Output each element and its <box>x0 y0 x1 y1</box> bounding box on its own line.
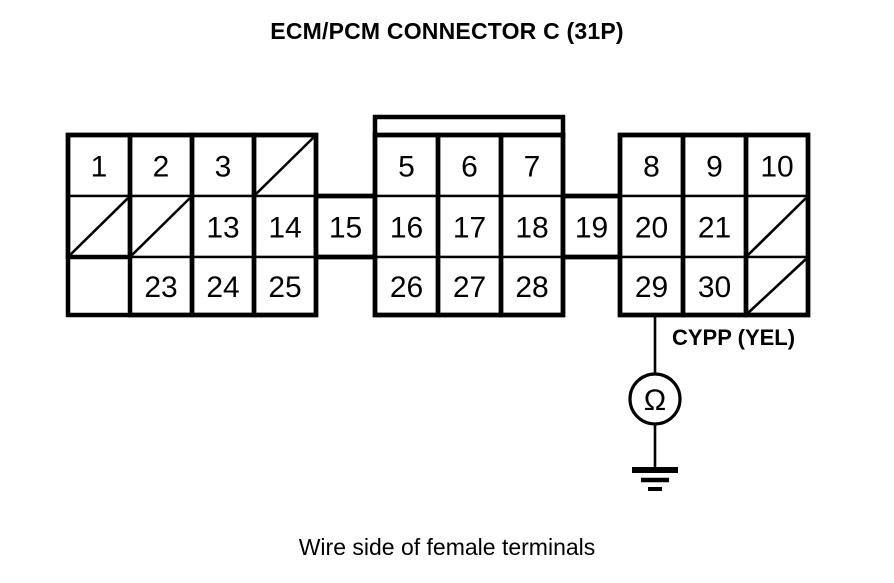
pin-number-label: 15 <box>329 212 362 245</box>
pin-number-label: 24 <box>206 271 239 304</box>
pin-cell-blank <box>744 194 810 259</box>
pin-number-label: 7 <box>524 151 541 184</box>
pin-cell-9: 9 <box>681 133 748 198</box>
pin-number-label: 28 <box>515 271 548 304</box>
pin-cell-27: 27 <box>436 255 503 317</box>
page-title: ECM/PCM CONNECTOR C (31P) <box>270 18 623 44</box>
pin-cell-16: 16 <box>373 194 440 259</box>
pin-number-label: 16 <box>390 212 423 245</box>
pin-cell-7: 7 <box>499 133 565 198</box>
pin-cell-blank <box>128 194 194 259</box>
pin-cell-5: 5 <box>373 133 440 198</box>
pin-number-label: 21 <box>698 212 731 245</box>
pin-cell-8: 8 <box>618 133 685 198</box>
pin-number-label: 6 <box>461 151 478 184</box>
connector-block-gap-left: 15 <box>313 193 378 260</box>
blank-cell-diagonal <box>255 136 315 195</box>
pin-number-label: 9 <box>706 151 723 184</box>
connector-grid: 1 2 23 3 13 24 14 25 15 5 16 26 6 17 27 7 18 28 19 8 20 29 9 21… <box>65 114 811 318</box>
blank-cell-diagonal <box>69 197 129 256</box>
pin-cell-1: 1 <box>66 133 132 198</box>
pin-number-label: 2 <box>153 151 170 184</box>
pin-cell-blank <box>66 194 132 259</box>
pin-number-label: 19 <box>575 212 608 245</box>
pin-number-label: 20 <box>635 212 668 245</box>
pin-cell-3: 3 <box>190 133 256 198</box>
blank-cell-diagonal <box>747 258 807 314</box>
pin-cell-blank <box>252 133 318 198</box>
pin-cell-17: 17 <box>436 194 503 259</box>
pin-cell-19: 19 <box>561 194 622 259</box>
pin-cell-14: 14 <box>252 194 318 259</box>
pin-number-label: 29 <box>635 271 668 304</box>
connector-block-right: 8 20 29 9 21 30 10 <box>617 132 811 318</box>
ohm-symbol: Ω <box>644 384 666 417</box>
pin-number-label: 17 <box>453 212 486 245</box>
blank-cell-diagonal <box>747 197 807 256</box>
wire-label: CYPP (YEL) <box>672 325 795 350</box>
pin-cell-13: 13 <box>190 194 256 259</box>
connector-block-left: 1 2 23 3 13 24 14 25 <box>65 132 319 318</box>
connector-block-middle: 5 16 26 6 17 27 7 18 28 <box>372 114 566 318</box>
blank-cell-diagonal <box>131 197 191 256</box>
pin-cell-26: 26 <box>373 255 440 317</box>
pin-cell-20: 20 <box>618 194 685 259</box>
pin-cell-box <box>436 255 503 317</box>
pin-number-label: 26 <box>390 271 423 304</box>
pin-cell-23: 23 <box>128 255 194 317</box>
pin-cell-29: 29 <box>618 255 685 317</box>
diagram-caption: Wire side of female terminals <box>299 534 596 560</box>
pin-cell-28: 28 <box>499 255 565 317</box>
pin-cell-10: 10 <box>744 133 810 198</box>
pin-cell-18: 18 <box>499 194 565 259</box>
connector-block-gap-right: 19 <box>560 193 623 260</box>
pin-cell-6: 6 <box>436 133 503 198</box>
pin-number-label: 13 <box>206 212 239 245</box>
pin-cell-box <box>252 255 318 317</box>
pin-number-label: 3 <box>215 151 232 184</box>
pin-number-label: 25 <box>268 271 301 304</box>
pin-cell-24: 24 <box>190 255 256 317</box>
pin-number-label: 18 <box>515 212 548 245</box>
pin-number-label: 30 <box>698 271 731 304</box>
pin-cell-21: 21 <box>681 194 748 259</box>
pin-cell-25: 25 <box>252 255 318 317</box>
pin-number-label: 8 <box>643 151 660 184</box>
pin-number-label: 23 <box>144 271 177 304</box>
pin-number-label: 27 <box>453 271 486 304</box>
pin-number-label: 14 <box>268 212 301 245</box>
pin-number-label: 5 <box>398 151 415 184</box>
pin-cell-30: 30 <box>681 255 748 317</box>
pin-number-label: 1 <box>91 151 108 184</box>
pin-number-label: 10 <box>760 151 793 184</box>
pin-cell-box <box>66 133 132 198</box>
pin-cell-15: 15 <box>314 194 377 259</box>
pin-cell-box <box>499 194 565 259</box>
wire-and-meter-group: Ω CYPP (YEL) <box>628 315 795 491</box>
ground-icon <box>632 467 678 491</box>
pin-cell-2: 2 <box>128 133 194 198</box>
pin-cell-blank <box>744 255 810 317</box>
block-outline <box>617 132 811 318</box>
